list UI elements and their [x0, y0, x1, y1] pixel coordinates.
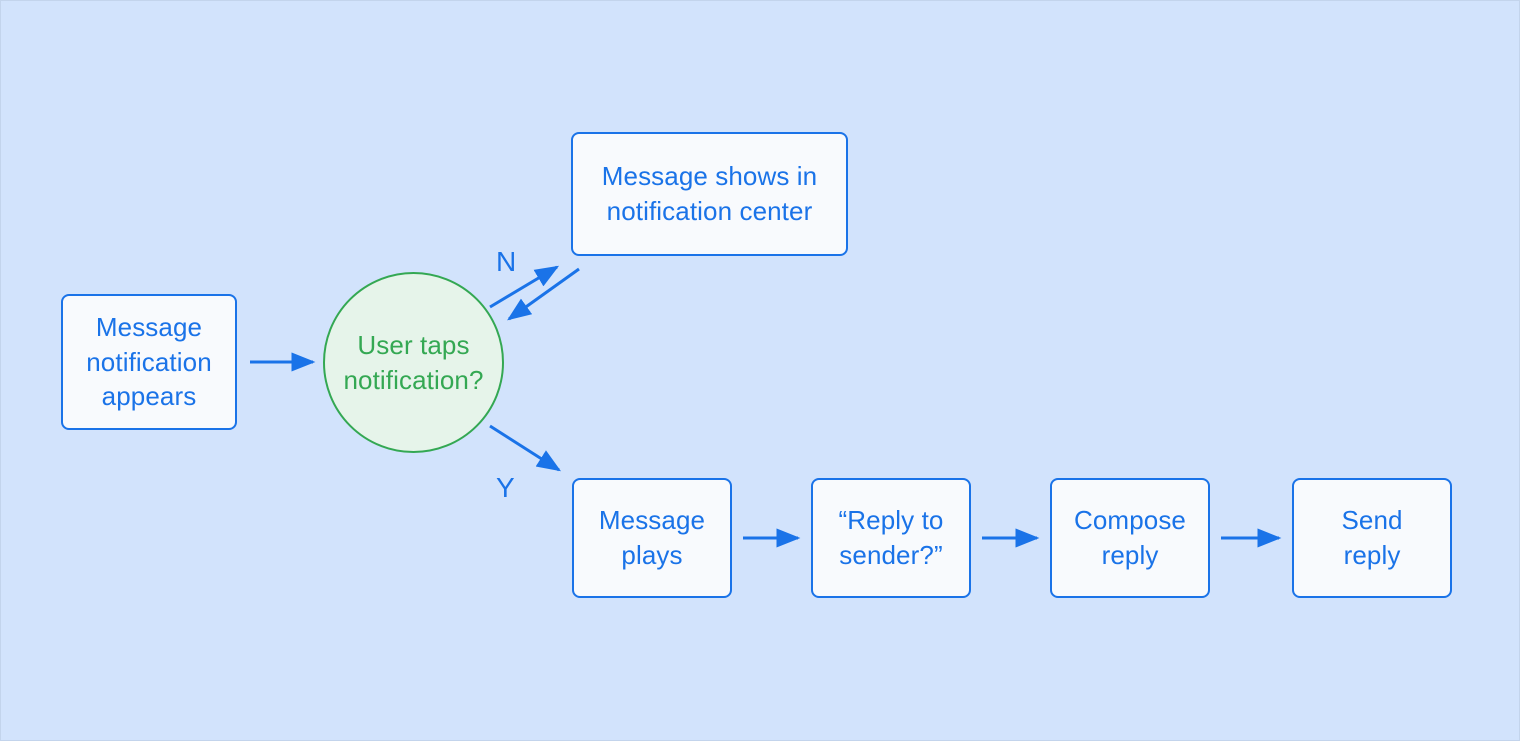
node-user-taps-notification[interactable]: User taps notification? — [323, 272, 504, 453]
node-label: Send reply — [1341, 505, 1403, 570]
node-label: “Reply to sender?” — [838, 505, 944, 570]
node-compose-reply[interactable]: Compose reply — [1050, 478, 1210, 598]
node-message-notification-appears[interactable]: Message notification appears — [61, 294, 237, 430]
node-send-reply[interactable]: Send reply — [1292, 478, 1452, 598]
edge-decision-to-message-plays — [489, 424, 562, 472]
node-label: Message plays — [598, 505, 706, 570]
edge-label-branch-yes: Y — [496, 472, 515, 503]
node-message-shows-in-notification-center[interactable]: Message shows in notification center — [571, 132, 848, 256]
node-label: User taps notification? — [343, 329, 484, 395]
node-message-plays[interactable]: Message plays — [572, 478, 732, 598]
node-label: Compose reply — [1074, 505, 1186, 570]
node-label: Message shows in notification center — [601, 161, 818, 226]
edge-notification-center-to-decision — [507, 267, 580, 321]
edge-label-branch-no: N — [496, 246, 517, 277]
node-label: Message notification appears — [86, 312, 212, 412]
node-reply-to-sender[interactable]: “Reply to sender?” — [811, 478, 971, 598]
